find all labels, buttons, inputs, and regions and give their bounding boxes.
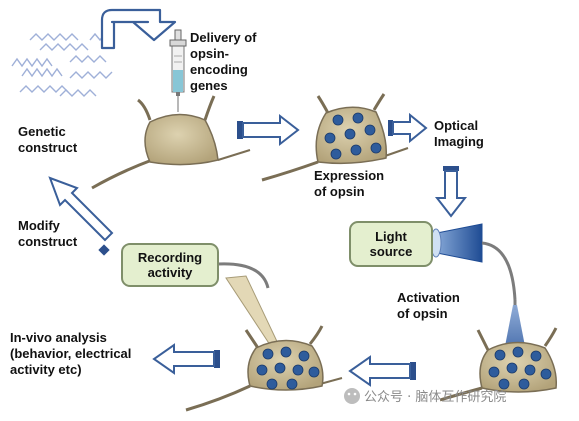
label-expression: Expression of opsin [314, 168, 385, 199]
recording-electrode [217, 262, 283, 355]
arrow-left-2 [152, 343, 220, 375]
arrow-right-1 [237, 113, 300, 147]
arrow-left-1 [348, 355, 416, 387]
label-modify-construct: Modify construct [18, 218, 78, 249]
recording-box-shape [121, 243, 219, 287]
dna-strands [11, 32, 113, 97]
watermark-text: 公众号 · 脑体互作研究院 [364, 390, 507, 405]
light-source-box-shape [349, 221, 433, 267]
delivery-curved-arrow [100, 8, 177, 50]
neuron-recording [185, 325, 343, 412]
label-optical-imaging: Optical Imaging [434, 118, 484, 149]
neuron-expression [261, 93, 409, 182]
arrow-right-2 [388, 112, 428, 144]
light-source-box: Light source [369, 229, 413, 259]
arrow-down [434, 166, 468, 218]
label-in-vivo: In-vivo analysis (behavior, electrical a… [10, 330, 132, 377]
recording-activity-box: Recording activity [137, 250, 203, 280]
neuron-plain [91, 95, 251, 190]
label-delivery: Delivery of opsin- encoding genes [190, 30, 257, 93]
label-activation: Activation of opsin [397, 290, 460, 321]
neuron-activation [439, 327, 558, 402]
wechat-icon [344, 388, 360, 404]
label-genetic-construct: Genetic construct [18, 124, 78, 155]
syringe-icon [169, 29, 187, 112]
